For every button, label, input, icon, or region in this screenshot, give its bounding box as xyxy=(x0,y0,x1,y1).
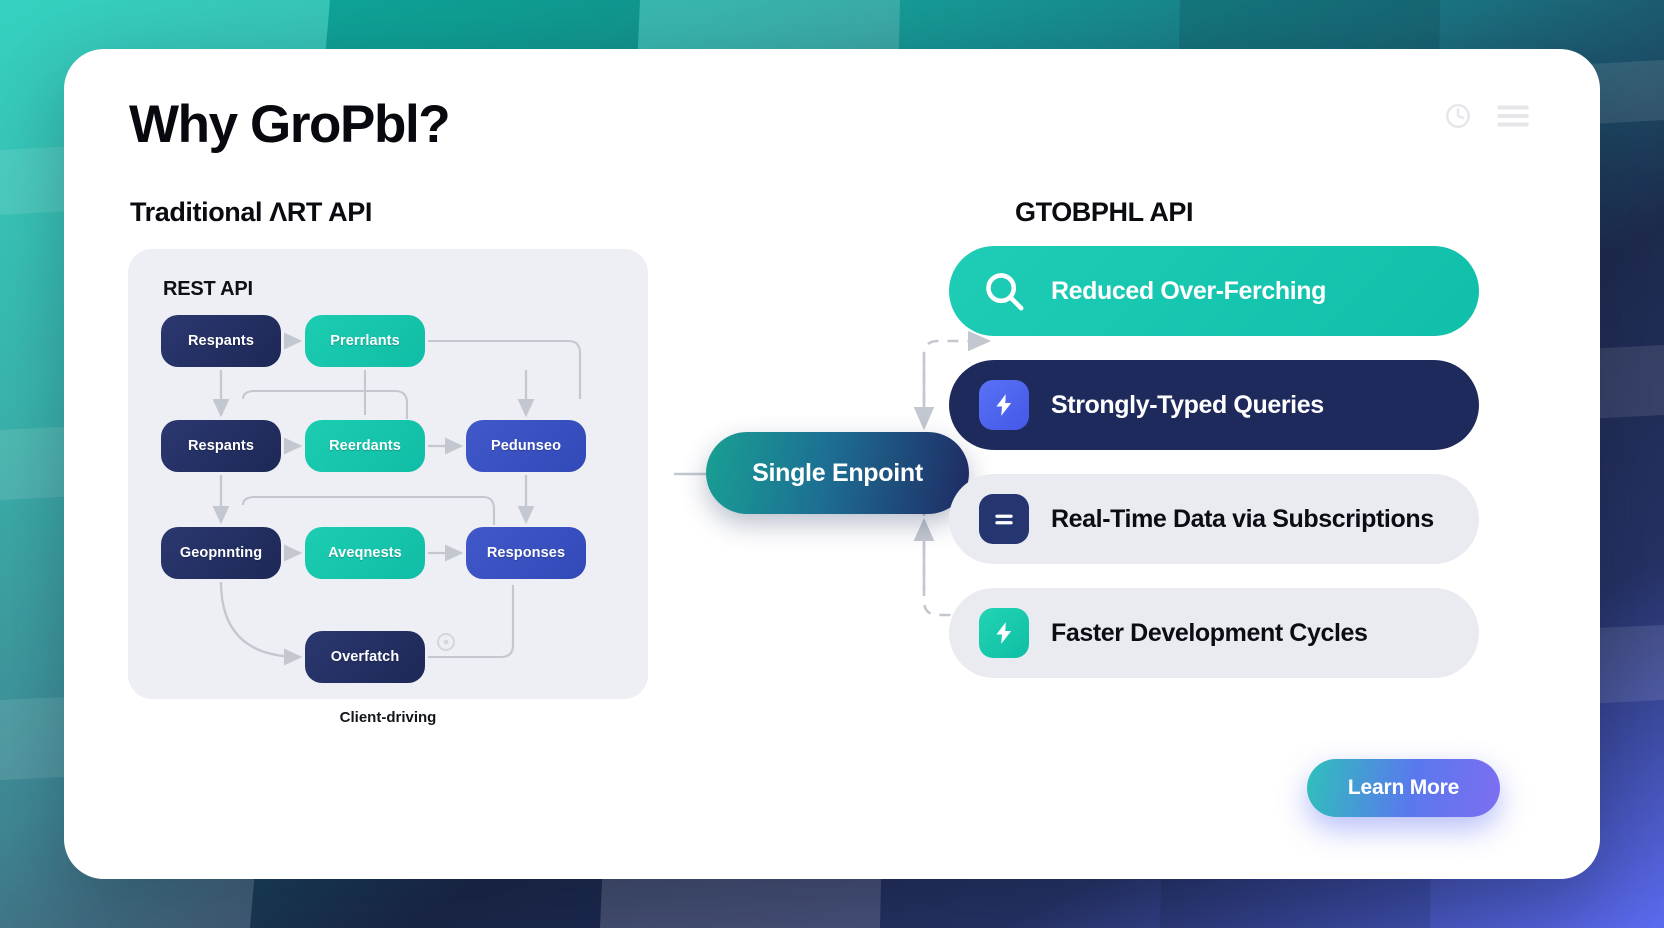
rest-node[interactable]: Overfatch xyxy=(305,631,425,683)
page-title: Why GroPbl? xyxy=(129,95,451,154)
column-heading-right: GTOBPHL API xyxy=(1015,197,1194,227)
single-endpoint-pill[interactable]: Single Enpoint xyxy=(706,432,969,514)
learn-more-button[interactable]: Learn More xyxy=(1307,759,1500,817)
center-connectors xyxy=(674,330,992,626)
feature-card[interactable]: Strongly-Typed Queries xyxy=(949,360,1479,450)
rest-node[interactable]: Reerdants xyxy=(305,420,425,472)
feature-card[interactable]: Reduced Over-Ferching xyxy=(949,246,1479,336)
rest-node-label: Responses xyxy=(486,545,566,561)
list-lines-icon xyxy=(979,494,1029,544)
rest-panel-caption: Client-driving xyxy=(339,709,437,726)
feature-card-label: Real-Time Data via Subscriptions xyxy=(1051,504,1434,533)
search-icon xyxy=(979,266,1029,316)
rest-node[interactable]: Geopnnting xyxy=(161,527,281,579)
lightning-bolt-icon xyxy=(979,380,1029,430)
rest-api-panel-title: REST API xyxy=(163,278,253,300)
rest-node-label: Pedunseo xyxy=(490,438,562,454)
rest-node[interactable]: Prerrlants xyxy=(305,315,425,367)
rest-node[interactable]: Pedunseo xyxy=(466,420,586,472)
rest-node-label: Aveqnests xyxy=(328,545,402,561)
rest-node[interactable]: Respants xyxy=(161,420,281,472)
rest-node-label: Geopnnting xyxy=(179,545,263,561)
feature-card-label: Reduced Over-Ferching xyxy=(1051,276,1326,305)
hamburger-menu-icon[interactable] xyxy=(1496,101,1530,131)
rest-node-label: Reerdants xyxy=(329,438,401,454)
header-icon-group xyxy=(1443,101,1530,131)
feature-card-label: Faster Development Cycles xyxy=(1051,618,1368,647)
rest-node-label: Respants xyxy=(187,438,255,454)
feature-card[interactable]: Faster Development Cycles xyxy=(949,588,1479,678)
rest-node[interactable]: Responses xyxy=(466,527,586,579)
clock-icon[interactable] xyxy=(1443,101,1473,131)
rest-api-panel: REST API xyxy=(128,249,648,699)
learn-more-label: Learn More xyxy=(1347,776,1460,799)
rest-node-label: Respants xyxy=(187,333,255,349)
lightning-bolt-icon xyxy=(979,608,1029,658)
rest-node-label: Overfatch xyxy=(330,649,400,665)
feature-card-label: Strongly-Typed Queries xyxy=(1051,390,1324,419)
main-card: Why GroPbl? Traditional ΛRT API GTOBPHL … xyxy=(64,49,1600,879)
feature-card[interactable]: Real-Time Data via Subscriptions xyxy=(949,474,1479,564)
rest-node[interactable]: Aveqnests xyxy=(305,527,425,579)
rest-node-label: Prerrlants xyxy=(330,333,400,349)
single-endpoint-label: Single Enpoint xyxy=(752,458,923,487)
rest-node[interactable]: Respants xyxy=(161,315,281,367)
rest-connectors xyxy=(212,332,582,666)
column-heading-left: Traditional ΛRT API xyxy=(130,197,372,227)
